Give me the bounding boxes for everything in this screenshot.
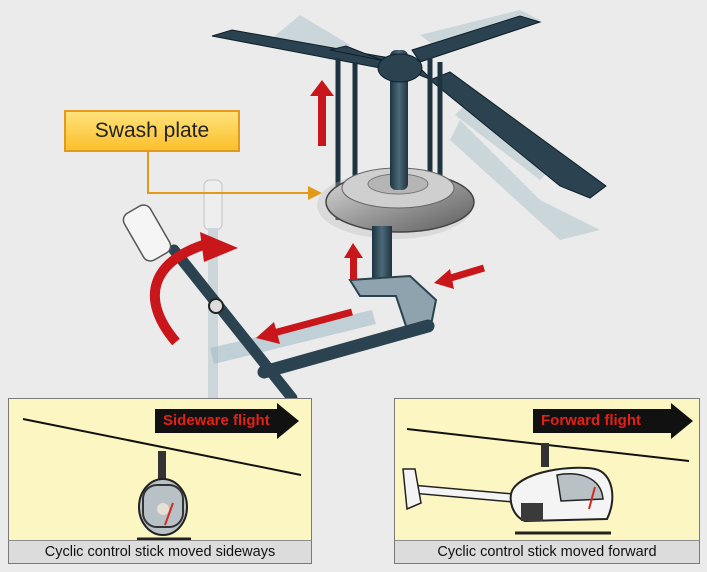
arrow-push-rod [256,308,353,344]
panel-caption: Cyclic control stick moved sideways [9,540,311,563]
control-shaft [372,226,392,284]
rotor-mast [390,50,408,190]
cabin-window [556,473,604,502]
push-rod [257,319,435,379]
rotor-hub [377,53,423,83]
stick-indicator [588,486,596,510]
panel-sideways-flight: Sideware flight Cyclic control stick mov… [8,398,312,564]
rotor-mast [541,443,549,467]
arrow-up-pitch-link [310,80,334,146]
flight-direction-tag: Forward flight [533,403,693,439]
rotor-disc-line [22,418,302,476]
caption-text: Cyclic control stick moved forward [437,544,657,560]
arrow-up-shaft [344,243,363,280]
cyclic-stick [122,204,298,404]
panel-forward-flight: Forward flight Cyclic control stick move… [394,398,700,564]
arrow-into-bellcrank [434,264,486,289]
tail-boom [410,484,526,504]
stick-indicator [164,502,174,526]
flight-tag-label: Sideware flight [163,412,270,429]
helicopter-side-view [402,428,690,535]
caption-text: Cyclic control stick moved sideways [44,544,276,560]
swash-plate-callout: Swash plate [64,110,240,152]
panel-caption: Cyclic control stick moved forward [395,540,699,563]
helicopter-front-view [22,418,302,541]
rotor-blades [211,15,607,199]
callout-leader [147,150,310,194]
callout-label: Swash plate [94,119,210,142]
rotor-mast [158,451,166,485]
engine-block [521,503,543,521]
pilot-head [157,503,169,515]
flight-direction-tag: Sideware flight [155,403,299,439]
motion-arrows [149,80,486,346]
flight-tag-label: Forward flight [541,412,641,429]
cabin-frame [142,484,184,528]
arrow-stick-arc [149,232,238,346]
tail-fin [402,468,422,511]
callout-arrowhead [308,186,322,200]
